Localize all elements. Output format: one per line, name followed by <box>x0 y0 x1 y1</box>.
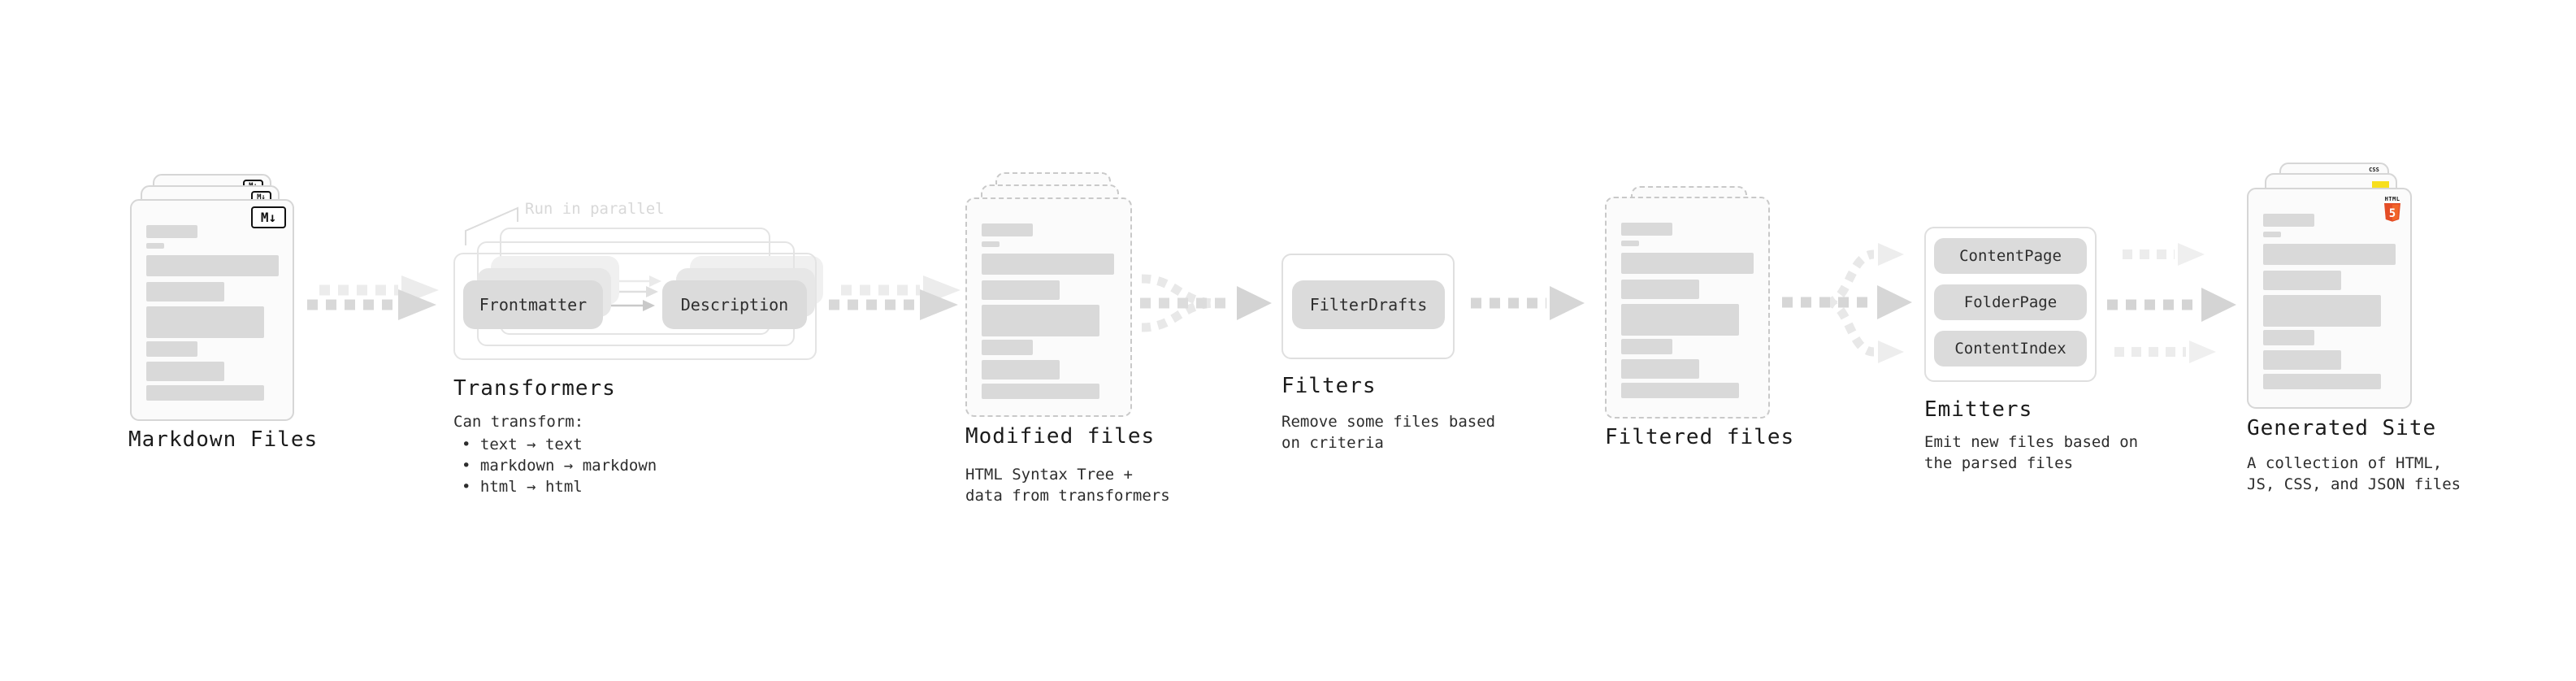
arrow-filtered-to-emitters <box>1782 243 1912 363</box>
arrow-filters-to-filtered <box>1471 286 1585 320</box>
arrow-markdown-to-transformers <box>307 275 439 320</box>
run-in-parallel-leader-line <box>465 206 518 245</box>
arrow-transformers-to-modified <box>829 275 961 320</box>
arrow-emitters-to-site <box>2107 243 2236 363</box>
arrow-modified-to-filters <box>1140 274 1272 332</box>
frontmatter-to-description-arrows <box>611 275 661 311</box>
